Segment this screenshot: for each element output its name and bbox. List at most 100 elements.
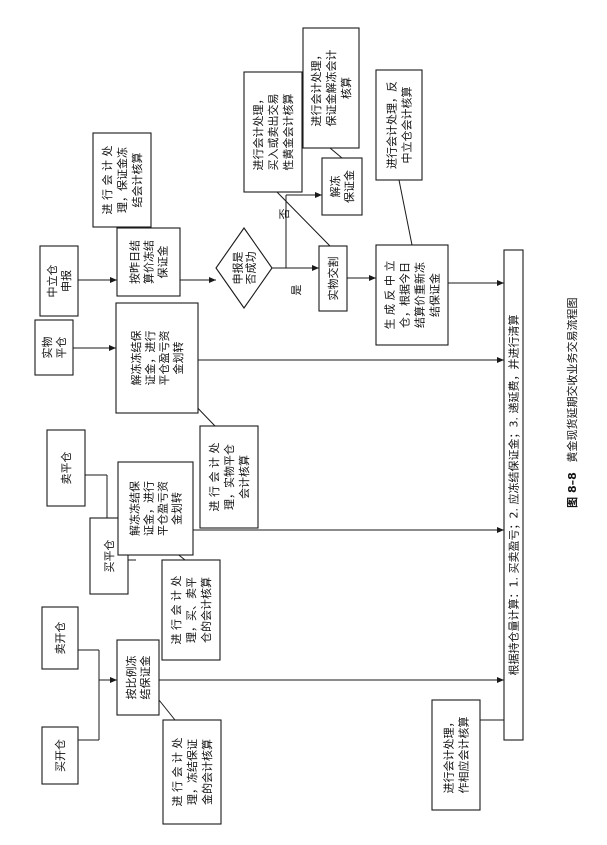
connector-line [398, 179, 413, 246]
phys-close-box: 实物平仓 [34, 319, 74, 376]
note-close-line: 理，买、卖平 [185, 577, 198, 643]
note-settlement-frame [431, 699, 481, 811]
phys-close-line: 实物 [40, 337, 54, 359]
note-neutral-line: 理，保证金冻 [115, 147, 129, 213]
neutral-apply-line: 申报 [59, 270, 73, 292]
buy-open-line: 买开仓 [53, 739, 67, 772]
sell-open-text: 卖开仓 [53, 622, 67, 655]
unfreeze-phys-box: 解冻冻结保证金，进行平仓盈亏资金划转 [115, 302, 199, 414]
settlement-text: 根据持仓量计算：1. 买卖盈亏；2. 应冻结保证金；3. 递延费，并进行清算 [507, 315, 521, 676]
physical-deal-box: 实物交割 [318, 245, 348, 312]
sell-close-text: 卖平仓 [59, 452, 73, 485]
unfreeze-close-line: 证金，进行 [142, 481, 156, 536]
note-close-line: 仓的会计核算 [199, 577, 213, 643]
freeze-ratio-line: 结保证金 [138, 656, 152, 700]
freeze-ratio-line: 按比例冻 [124, 656, 138, 700]
unfreeze-close-text: 解冻冻结保证金，进行平仓盈亏资金划转 [128, 481, 184, 536]
freeze-neutral-line: 按昨日结 [128, 240, 142, 284]
note-reverse-line: 中立仓会计核算 [400, 87, 414, 164]
unfreeze-phys-line: 解冻冻结保 [129, 331, 143, 386]
note-unfreeze-box: 进行会计处理，保证金解冻会计核算 [302, 27, 360, 149]
flowchart-nodes: 买开仓卖开仓按比例冻结保证金进 行 会 计 处理，冻结保证金的会计核算买平仓卖平… [34, 27, 524, 825]
unfreeze-close-line: 金划转 [170, 492, 184, 525]
note-phys-text: 进 行 会 计 处理，实物平仓会计核算 [208, 443, 251, 512]
label-yes: 是 [290, 285, 303, 296]
settlement-line: 根据持仓量计算：1. 买卖盈亏；2. 应冻结保证金；3. 递延费，并进行清算 [507, 315, 521, 676]
decision-shape [215, 227, 273, 309]
neutral-apply-text: 中立仓申报 [45, 265, 73, 298]
note-neutral-box: 进 行 会 计 处理，保证金冻结会计核算 [92, 132, 152, 228]
note-open-text: 进 行 会 计 处理，冻结保证金的会计核算 [171, 738, 214, 807]
reverse-neutral-line: 生 成 反 中 立 [383, 261, 397, 330]
freeze-neutral-text: 按昨日结算价冻结保证金 [128, 240, 170, 284]
connector-line [329, 147, 343, 159]
note-open-box: 进 行 会 计 处理，冻结保证金的会计核算 [162, 719, 222, 825]
note-physical-line: 进行会计处理， [252, 94, 265, 171]
note-neutral-line: 结会计核算 [130, 153, 144, 208]
note-unfreeze-line: 保证金解冻会计 [324, 50, 338, 127]
buy-open-frame [41, 726, 79, 785]
unfreeze-margin-line: 保证金 [342, 170, 356, 203]
freeze-ratio-box: 按比例冻结保证金 [116, 639, 160, 716]
neutral-apply-frame [39, 245, 79, 317]
physical-deal-frame [318, 245, 348, 312]
decision-diamond: 申报是否成功 [215, 227, 273, 309]
unfreeze-phys-text: 解冻冻结保证金，进行平仓盈亏资金划转 [129, 331, 185, 386]
note-physical-box: 进行会计处理，买入或卖出交易性黄金会计核算 [243, 71, 303, 193]
note-close-frame [161, 559, 221, 661]
note-open-line: 进 行 会 计 处 [171, 738, 184, 807]
note-phys-line: 理，实物平仓 [222, 444, 236, 510]
note-phys-box: 进 行 会 计 处理，实物平仓会计核算 [199, 425, 259, 529]
note-settlement-line: 进行会计处理， [443, 717, 456, 794]
unfreeze-close-frame [117, 461, 194, 556]
sell-close-line: 卖平仓 [59, 452, 73, 485]
note-physical-line: 性黄金会计核算 [281, 94, 295, 171]
unfreeze-phys-frame [115, 302, 199, 414]
unfreeze-close-box: 解冻冻结保证金，进行平仓盈亏资金划转 [117, 461, 194, 556]
physical-deal-line: 实物交割 [326, 257, 340, 301]
freeze-neutral-line: 保证金 [156, 246, 170, 279]
note-neutral-frame [92, 132, 152, 228]
note-reverse-frame [375, 69, 423, 181]
freeze-neutral-line: 算价冻结 [142, 240, 156, 284]
buy-open-text: 买开仓 [53, 739, 67, 772]
neutral-apply-line: 中立仓 [45, 265, 59, 298]
sell-open-frame [41, 606, 79, 670]
connector-line [274, 189, 331, 247]
settlement-box: 根据持仓量计算：1. 买卖盈亏；2. 应冻结保证金；3. 递延费，并进行清算 [503, 249, 524, 741]
buy-close-line: 买平仓 [102, 540, 116, 573]
note-unfreeze-line: 核算 [339, 77, 353, 99]
note-unfreeze-text: 进行会计处理，保证金解冻会计核算 [310, 50, 353, 127]
decision-line: 否成功 [245, 252, 258, 285]
note-neutral-text: 进 行 会 计 处理，保证金冻结会计核算 [101, 146, 144, 215]
unfreeze-margin-text: 解冻保证金 [328, 170, 356, 203]
phys-close-line: 平仓 [54, 337, 68, 359]
reverse-neutral-box: 生 成 反 中 立仓，根据今日结算价重新冻结保证金 [375, 244, 449, 346]
note-unfreeze-frame [302, 27, 360, 149]
note-close-line: 进 行 会 计 处 [170, 576, 183, 645]
unfreeze-margin-box: 解冻保证金 [321, 157, 363, 216]
note-settlement-line: 作相应会计核算 [457, 717, 471, 794]
reverse-neutral-line: 结算价重新冻 [413, 262, 427, 328]
note-reverse-text: 进行会计处理，反中立仓会计核算 [386, 81, 414, 169]
note-open-frame [162, 719, 222, 825]
note-settlement-text: 进行会计处理，作相应会计核算 [443, 717, 471, 794]
physical-deal-text: 实物交割 [326, 257, 340, 301]
note-settlement-box: 进行会计处理，作相应会计核算 [431, 699, 481, 811]
unfreeze-close-line: 解冻冻结保 [128, 481, 142, 536]
figure-caption: 图 8–8 黄金现货延期交收业务交易流程图 [565, 298, 579, 508]
freeze-neutral-frame [116, 227, 181, 297]
reverse-neutral-line: 结保证金 [428, 273, 442, 317]
reverse-neutral-frame [375, 244, 449, 346]
connector-line [158, 699, 176, 721]
unfreeze-phys-line: 金划转 [171, 342, 185, 375]
buy-close-text: 买平仓 [102, 540, 116, 573]
note-close-box: 进 行 会 计 处理，买、卖平仓的会计核算 [161, 559, 221, 661]
sell-close-box: 卖平仓 [46, 429, 86, 507]
phys-close-frame [34, 319, 74, 376]
buy-open-box: 买开仓 [41, 726, 79, 785]
unfreeze-margin-frame [321, 157, 363, 216]
freeze-ratio-text: 按比例冻结保证金 [124, 656, 152, 700]
note-open-line: 理，冻结保证 [185, 739, 199, 805]
